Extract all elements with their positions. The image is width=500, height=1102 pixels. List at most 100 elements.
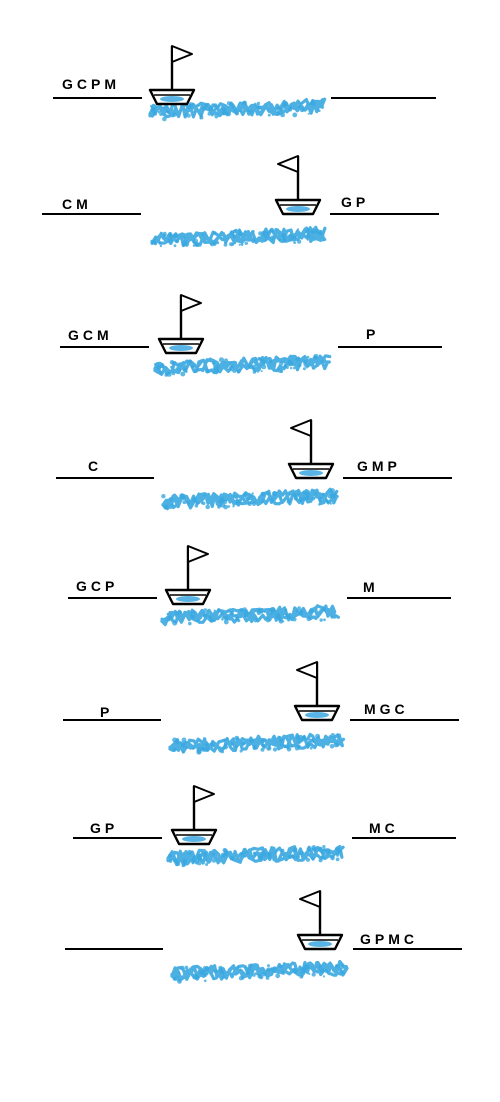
water-dot [261, 499, 265, 503]
water-dot [184, 965, 189, 970]
sailboat-icon [287, 419, 335, 480]
water-dot [318, 964, 322, 968]
water-dot [205, 104, 209, 108]
water-dot [318, 858, 323, 863]
water-dot [329, 744, 335, 749]
water-dot [199, 113, 203, 117]
water-dot [195, 975, 200, 980]
water-dot [319, 968, 325, 974]
water-dot [323, 618, 326, 622]
water-dot [228, 361, 231, 364]
crossing-step [68, 545, 451, 627]
water-dot [335, 857, 340, 862]
boat-water-fill [286, 206, 310, 212]
water-dot [205, 504, 210, 510]
water-dot [232, 505, 235, 508]
water-dot [220, 970, 225, 975]
water-dot [335, 852, 340, 857]
water-dot [197, 749, 202, 754]
water-dot [281, 853, 284, 856]
water-dot [239, 968, 242, 971]
water-dot [278, 964, 283, 969]
water-dot [165, 106, 168, 109]
water-dot [185, 740, 188, 744]
water-dot [241, 741, 245, 745]
water-dot [220, 502, 226, 508]
water-dot [335, 963, 340, 968]
water-dot [295, 356, 301, 362]
water-dot [258, 357, 263, 361]
water-dot [314, 492, 318, 496]
water-dot [229, 102, 234, 107]
water-dot [271, 491, 278, 497]
water-dot [264, 235, 268, 239]
water-dot [199, 117, 202, 120]
water-dot [306, 846, 312, 852]
water-dot [342, 972, 346, 975]
water-dot [286, 363, 290, 367]
water-dot [254, 972, 257, 975]
water-dot [297, 606, 301, 610]
water-dot [287, 855, 292, 859]
water-dot [215, 365, 220, 370]
water-dot [296, 239, 302, 244]
water-dot [183, 367, 188, 372]
water-dot [216, 608, 221, 613]
water-dot [211, 739, 215, 743]
flag-icon [277, 155, 299, 173]
water-dot [161, 494, 166, 499]
water-dot [168, 234, 173, 239]
water-dot [267, 113, 271, 117]
water-dot [305, 857, 311, 862]
water-dot [303, 964, 308, 970]
water-dot [308, 608, 314, 614]
water-dot [306, 616, 312, 622]
water-dot [192, 497, 198, 503]
water-dot [292, 492, 297, 498]
water-dot [237, 369, 241, 374]
water-dot [265, 617, 271, 623]
crossing-step [63, 661, 459, 755]
water-dot [173, 244, 177, 248]
water-dot [172, 620, 178, 626]
water-dot [286, 746, 292, 752]
water-dot [172, 737, 178, 743]
water-dot [297, 363, 302, 368]
water-dot [166, 617, 170, 621]
water-dot [182, 750, 185, 754]
water-dot [297, 105, 301, 109]
boat-water-fill [169, 345, 193, 351]
water-dot [318, 109, 321, 112]
water-dot [313, 353, 319, 359]
water-dot [201, 234, 204, 237]
water-dot [288, 234, 294, 240]
water-dot [309, 746, 313, 750]
water-dot [249, 493, 254, 498]
water-dot [175, 239, 180, 244]
right-bank-label: GMP [357, 458, 401, 474]
right-bank-label: GP [341, 194, 370, 210]
water-dot [292, 968, 298, 974]
water-dot [202, 106, 207, 111]
water-dot [297, 228, 300, 231]
water-dot [292, 235, 297, 240]
water-dot [260, 491, 265, 497]
water-dot [242, 855, 246, 858]
water-dot [178, 615, 181, 618]
water-dot [219, 496, 225, 501]
water-dot [278, 618, 284, 624]
water-dot [178, 610, 183, 615]
water-dot [239, 608, 244, 613]
water-dot [223, 738, 227, 742]
water-dot [247, 963, 253, 969]
water-dot [299, 499, 303, 503]
water-dot [234, 735, 239, 741]
water-dot [275, 106, 279, 110]
water-dot [247, 502, 252, 506]
water-dot [213, 609, 216, 612]
water-dot [221, 618, 224, 621]
sailboat-icon [293, 661, 341, 722]
water-dot [230, 742, 234, 745]
water-dot [166, 110, 171, 115]
water-dot [158, 370, 162, 374]
